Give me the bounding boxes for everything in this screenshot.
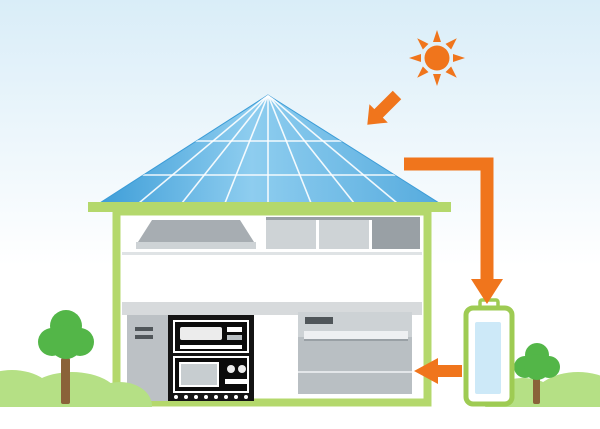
tree-trunk xyxy=(61,358,70,404)
oven-button-bar xyxy=(225,379,247,384)
roof-eave xyxy=(88,202,451,212)
kitchen-counter xyxy=(122,302,422,315)
solar-panel-roof xyxy=(88,94,451,212)
window-pane xyxy=(319,220,369,249)
second-floor-windows xyxy=(266,217,420,249)
cabinet-handle xyxy=(135,335,153,339)
oven-indicator-dots xyxy=(174,395,248,399)
tree-canopy xyxy=(514,343,560,380)
range-hood xyxy=(136,220,256,249)
dishwasher-slot xyxy=(304,331,408,341)
dishwasher xyxy=(298,312,412,394)
oven-window xyxy=(179,362,219,387)
range-hood-body xyxy=(138,220,254,242)
microwave-button xyxy=(227,335,242,340)
floor-slab-line xyxy=(122,252,422,255)
tree-right xyxy=(514,343,560,404)
ground-mask xyxy=(0,407,600,429)
sun-icon xyxy=(409,30,465,86)
window-top-rail xyxy=(266,217,420,220)
sun-to-roof-arrow xyxy=(367,90,402,125)
battery-icon xyxy=(463,298,515,407)
oven-knob xyxy=(227,365,235,373)
dishwasher-slot-shadow xyxy=(304,339,408,341)
dishwasher-groove xyxy=(298,371,412,373)
oven-knob xyxy=(238,365,246,373)
battery-charge-level xyxy=(475,322,501,394)
roof-face xyxy=(90,94,449,209)
sun-rays xyxy=(409,30,465,86)
house xyxy=(112,207,432,407)
sun-core xyxy=(424,45,450,71)
cabinet-handle xyxy=(135,327,153,331)
microwave-button xyxy=(227,327,242,332)
oven-stack xyxy=(168,315,254,401)
microwave-handle xyxy=(180,345,242,349)
range-hood-flange xyxy=(136,242,256,249)
window-pane xyxy=(266,220,316,249)
tree-left xyxy=(38,310,94,404)
roof-to-battery-arrow xyxy=(404,157,503,304)
battery-to-house-arrow xyxy=(414,358,462,384)
microwave-display xyxy=(180,327,222,340)
tree-canopy xyxy=(38,310,94,359)
arrowhead-down xyxy=(471,279,503,304)
tree-trunk xyxy=(533,376,540,404)
window-pane xyxy=(372,220,420,249)
dishwasher-handle xyxy=(305,317,333,324)
